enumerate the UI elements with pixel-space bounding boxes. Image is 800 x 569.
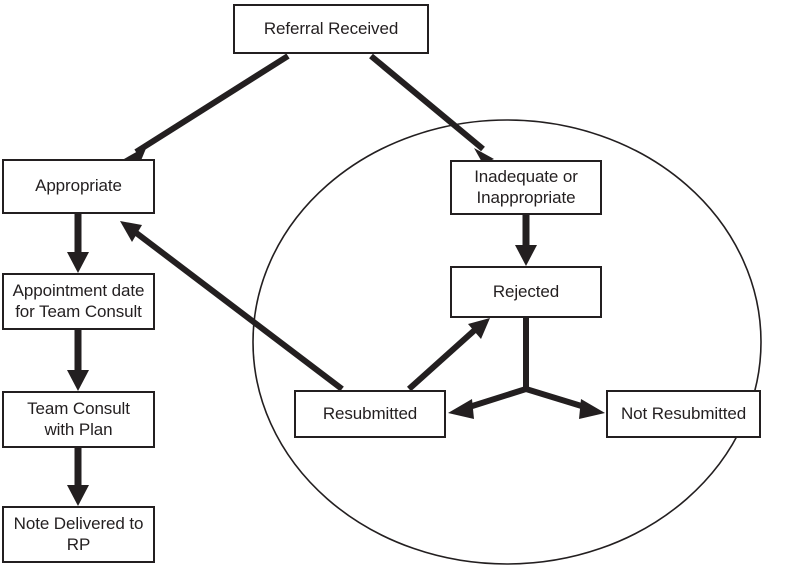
edge-referral-to-inadequate — [369, 53, 494, 164]
edge-referral-to-appropriate — [124, 53, 290, 163]
node-appointment-date[interactable]: Appointment date for Team Consult — [2, 273, 155, 330]
node-label-appointment-date: Appointment date for Team Consult — [12, 280, 145, 321]
edge-appointment-to-team-consult — [67, 330, 89, 391]
node-note-delivered[interactable]: Note Delivered to RP — [2, 506, 155, 563]
node-appropriate[interactable]: Appropriate — [2, 159, 155, 214]
node-label-note-delivered: Note Delivered to RP — [13, 513, 144, 554]
edge-resubmitted-to-rejected — [406, 318, 490, 392]
node-label-rejected: Rejected — [492, 281, 560, 301]
edge-resubmitted-to-appropriate — [120, 221, 344, 392]
node-label-appropriate: Appropriate — [35, 176, 122, 196]
node-label-referral-received: Referral Received — [263, 18, 399, 38]
edge-rejected-fork — [448, 318, 605, 419]
node-label-not-resubmitted: Not Resubmitted — [620, 403, 747, 423]
node-rejected[interactable]: Rejected — [450, 266, 602, 318]
edge-inadequate-to-rejected — [515, 215, 537, 266]
node-label-team-consult: Team Consult with Plan — [27, 398, 130, 439]
node-resubmitted[interactable]: Resubmitted — [294, 390, 446, 438]
rejection-loop-ellipse — [252, 119, 762, 565]
node-referral-received[interactable]: Referral Received — [233, 4, 429, 54]
node-label-resubmitted: Resubmitted — [322, 403, 418, 423]
node-inadequate-or-inappropriate[interactable]: Inadequate or Inappropriate — [450, 160, 602, 215]
node-team-consult[interactable]: Team Consult with Plan — [2, 391, 155, 448]
node-not-resubmitted[interactable]: Not Resubmitted — [606, 390, 761, 438]
node-label-inadequate-or-inappropriate: Inadequate or Inappropriate — [474, 166, 578, 207]
edge-team-consult-to-note — [67, 448, 89, 506]
edge-appropriate-to-appointment — [67, 214, 89, 273]
